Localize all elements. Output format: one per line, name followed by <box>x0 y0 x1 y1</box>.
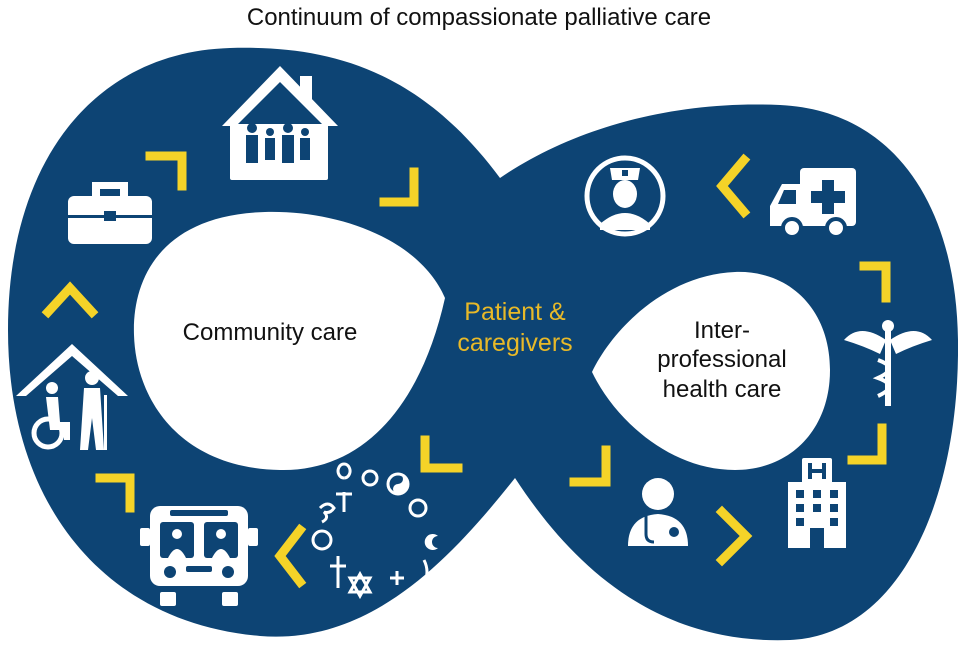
arrow-chevron <box>716 153 751 219</box>
arrow-chevron <box>145 151 187 191</box>
family-house-icon <box>222 66 338 180</box>
interprofessional-care-label: Inter- professional health care <box>612 316 832 404</box>
caregivers-label-line: caregivers <box>457 328 573 357</box>
community-care-label: Community care <box>182 319 358 346</box>
diagram-title: Continuum of compassionate palliative ca… <box>246 4 712 31</box>
arrow-chevron <box>715 505 753 567</box>
arrow-chevron <box>41 281 99 319</box>
interprof-line-1: Inter- <box>693 317 750 344</box>
arrow-chevron <box>379 167 419 207</box>
arrow-chevron <box>420 435 463 473</box>
interprof-line-2: professional <box>657 346 787 374</box>
caduceus-icon <box>844 320 932 406</box>
hospital-icon <box>788 458 846 548</box>
patient-caregivers-label: Patient & caregivers <box>410 297 620 358</box>
arrow-chevron <box>274 523 307 589</box>
ambulance-icon <box>770 168 856 239</box>
infinity-loop <box>8 47 958 641</box>
arrow-chevron <box>95 473 135 513</box>
patient-label-line: Patient & <box>464 298 566 326</box>
nurse-icon <box>584 155 666 237</box>
interprof-line-3: health care <box>662 375 782 403</box>
doctor-icon <box>628 478 688 546</box>
arrow-chevron <box>847 423 887 465</box>
arrow-chevron <box>569 445 611 487</box>
assisted-living-icon <box>16 344 128 450</box>
religious-symbols-icon <box>311 462 438 600</box>
school-bus-icon <box>140 506 258 606</box>
briefcase-icon <box>68 182 152 244</box>
arrow-chevron <box>859 261 891 303</box>
